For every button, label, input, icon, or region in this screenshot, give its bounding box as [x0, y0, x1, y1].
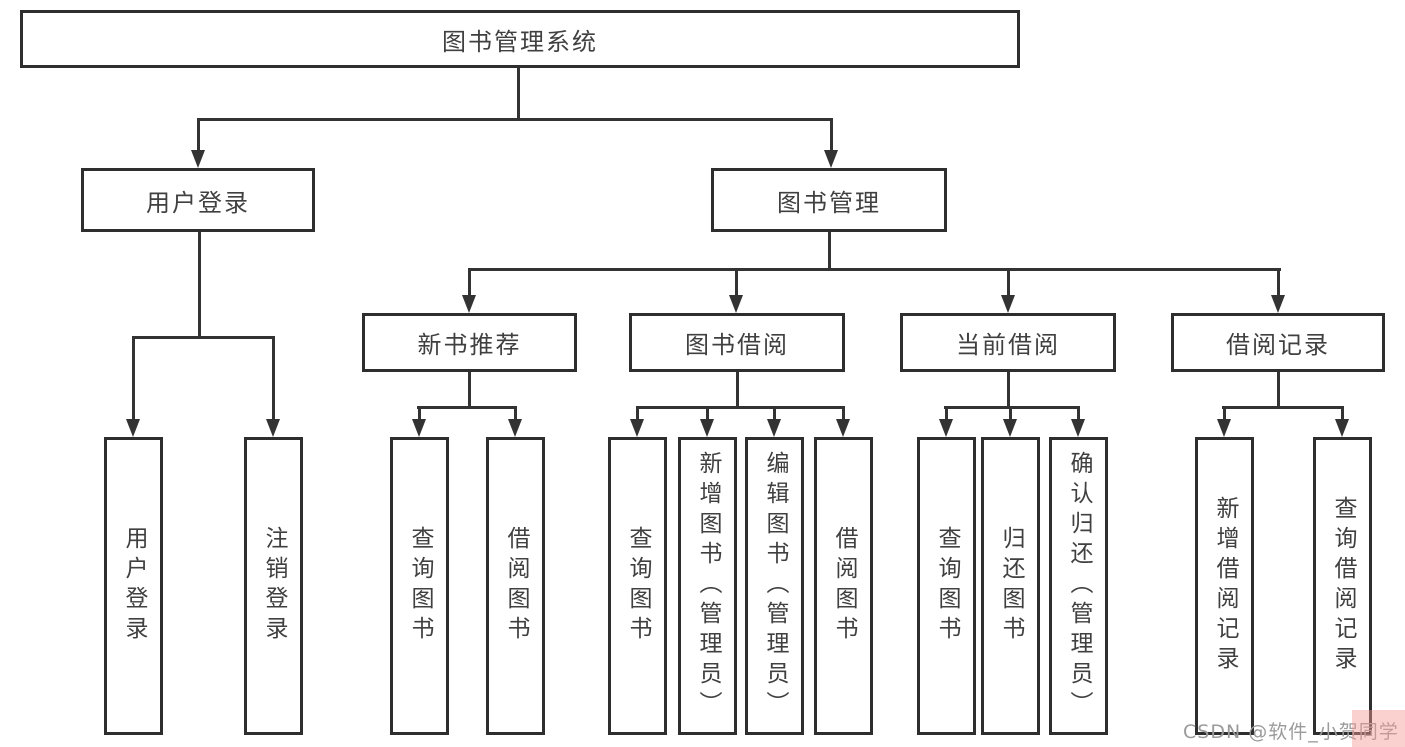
- leaf-label: 用户登录: [121, 526, 147, 646]
- leaf-label: 注销登录: [261, 526, 287, 646]
- connector-line: [132, 336, 135, 421]
- connector-line: [706, 406, 709, 421]
- leaf-label: 查询借阅记录: [1330, 496, 1356, 676]
- arrowhead-icon: [1071, 419, 1085, 437]
- leaf-borrow-book: 借阅图书: [814, 437, 873, 735]
- leaf-add-book-admin: 新增图书（管理员）: [678, 437, 737, 735]
- node-current-borrow: 当前借阅: [900, 313, 1116, 372]
- connector-line: [418, 406, 421, 421]
- arrowhead-icon: [700, 419, 714, 437]
- leaf-add-borrow-record: 新增借阅记录: [1195, 437, 1254, 735]
- watermark-accent-patch: [1352, 710, 1405, 747]
- connector-line: [1223, 406, 1226, 421]
- leaf-label: 查询图书: [407, 526, 433, 646]
- arrowhead-icon: [1271, 295, 1285, 313]
- leaf-label: 查询图书: [625, 526, 651, 646]
- leaf-label: 编辑图书（管理员）: [762, 451, 788, 721]
- connector-line: [830, 118, 833, 152]
- node-book-borrow: 图书借阅: [629, 313, 845, 372]
- node-root: 图书管理系统: [20, 10, 1020, 68]
- connector-line: [735, 268, 738, 297]
- node-borrow-record: 借阅记录: [1171, 313, 1385, 372]
- leaf-label: 借阅图书: [831, 526, 857, 646]
- arrowhead-icon: [836, 419, 850, 437]
- leaf-query-book-borrow: 查询图书: [608, 437, 667, 735]
- connector-line: [1341, 406, 1344, 421]
- connector-line: [1277, 268, 1280, 297]
- connector-line: [468, 268, 471, 297]
- leaf-query-book-current: 查询图书: [917, 437, 976, 735]
- connector-line: [1077, 406, 1080, 421]
- leaf-label: 确认归还（管理员）: [1066, 451, 1092, 721]
- arrowhead-icon: [126, 419, 140, 437]
- connector-line: [1007, 372, 1010, 408]
- leaf-label: 新增图书（管理员）: [695, 451, 721, 721]
- connector-line: [636, 406, 639, 421]
- node-new-book-recommend: 新书推荐: [362, 313, 577, 372]
- arrowhead-icon: [412, 419, 426, 437]
- leaf-edit-book-admin: 编辑图书（管理员）: [745, 437, 804, 735]
- arrowhead-icon: [1335, 419, 1349, 437]
- leaf-borrow-book-recommend: 借阅图书: [486, 437, 545, 735]
- connector-line: [1277, 372, 1280, 408]
- connector-line: [945, 406, 948, 421]
- arrowhead-icon: [824, 150, 838, 168]
- arrowhead-icon: [1003, 419, 1017, 437]
- connector-line: [636, 406, 845, 409]
- connector-line: [514, 406, 517, 421]
- arrowhead-icon: [630, 419, 644, 437]
- connector-line: [468, 268, 1281, 271]
- node-user-login: 用户登录: [81, 168, 315, 232]
- arrowhead-icon: [729, 295, 743, 313]
- connector-line: [198, 232, 201, 339]
- connector-line: [944, 406, 1080, 409]
- leaf-query-borrow-record: 查询借阅记录: [1313, 437, 1372, 735]
- leaf-label: 新增借阅记录: [1212, 496, 1238, 676]
- arrowhead-icon: [191, 150, 205, 168]
- leaf-logout: 注销登录: [244, 437, 303, 735]
- leaf-user-login: 用户登录: [104, 437, 163, 735]
- arrowhead-icon: [767, 419, 781, 437]
- connector-line: [1009, 406, 1012, 421]
- arrowhead-icon: [1001, 295, 1015, 313]
- arrowhead-icon: [266, 419, 280, 437]
- connector-line: [1222, 406, 1344, 409]
- connector-line: [842, 406, 845, 421]
- leaf-label: 归还图书: [998, 526, 1024, 646]
- connector-line: [197, 118, 833, 121]
- leaf-confirm-return-admin: 确认归还（管理员）: [1049, 437, 1108, 735]
- arrowhead-icon: [462, 295, 476, 313]
- connector-line: [132, 336, 275, 339]
- connector-line: [1007, 268, 1010, 297]
- connector-line: [736, 372, 739, 408]
- leaf-label: 借阅图书: [503, 526, 529, 646]
- arrowhead-icon: [1217, 419, 1231, 437]
- connector-line: [197, 118, 200, 152]
- csdn-watermark: CSDN @软件_小贺同学: [1183, 721, 1399, 743]
- arrowhead-icon: [508, 419, 522, 437]
- connector-line: [417, 406, 517, 409]
- node-book-management: 图书管理: [711, 168, 947, 232]
- leaf-query-book-recommend: 查询图书: [390, 437, 449, 735]
- connector-line: [773, 406, 776, 421]
- leaf-label: 查询图书: [934, 526, 960, 646]
- arrowhead-icon: [939, 419, 953, 437]
- connector-line: [272, 336, 275, 421]
- connector-line: [517, 67, 520, 120]
- connector-line: [828, 232, 831, 270]
- leaf-return-book: 归还图书: [981, 437, 1040, 735]
- connector-line: [468, 372, 471, 408]
